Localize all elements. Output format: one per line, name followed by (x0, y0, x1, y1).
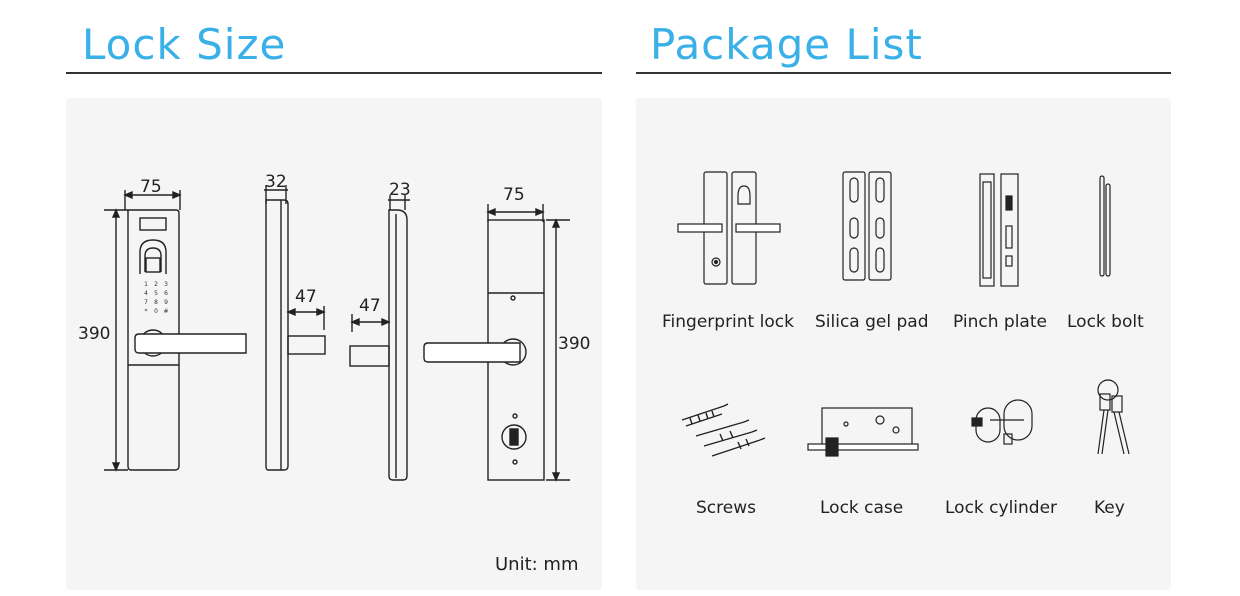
front-width-label: 75 (140, 177, 162, 197)
side-view-diagram (264, 185, 326, 471)
package-list-title: Package List (650, 20, 923, 69)
back-view-diagram (423, 204, 570, 482)
keypad-key: * (144, 308, 148, 315)
keypad-key: 5 (154, 290, 158, 297)
lock-size-title: Lock Size (82, 20, 287, 69)
keypad-key: 0 (154, 308, 158, 315)
keypad-key: 9 (164, 299, 168, 306)
back-height-label: 390 (558, 334, 591, 354)
package-item-label: Pinch plate (953, 312, 1047, 332)
package-list-panel (636, 98, 1171, 590)
keypad: 1 2 3 4 5 6 7 8 9 * 0 # (141, 281, 171, 316)
lock-case-icon (807, 407, 919, 457)
lock-cylinder-icon (971, 399, 1033, 445)
back-width-label: 75 (503, 185, 525, 205)
lock-bolt-icon (1099, 175, 1111, 277)
package-item-label: Silica gel pad (815, 312, 929, 332)
keypad-key: 4 (144, 290, 148, 297)
unit-label: Unit: mm (495, 554, 579, 575)
silica-gel-pad-icon (842, 171, 892, 281)
side-thickness-label: 32 (265, 172, 287, 192)
keypad-key: 2 (154, 281, 158, 288)
keypad-key: 8 (154, 299, 158, 306)
package-item-label: Lock bolt (1067, 312, 1144, 332)
front-height-label: 390 (78, 324, 111, 344)
key-icon (1097, 379, 1130, 455)
screws-icon (681, 403, 766, 457)
package-item-label: Lock cylinder (945, 498, 1058, 518)
keypad-key: 7 (144, 299, 148, 306)
package-item-label: Lock case (820, 498, 904, 518)
keypad-key: 6 (164, 290, 168, 297)
lock-size-divider (66, 72, 602, 74)
inner-thickness-label: 23 (389, 180, 411, 200)
fingerprint-lock-icon (677, 171, 781, 285)
pinch-plate-icon (979, 173, 1019, 287)
package-item-label: Screws (696, 498, 756, 518)
package-item-label: Fingerprint lock (662, 312, 794, 332)
inner-side-view-diagram (349, 195, 410, 481)
side-bolt-label: 47 (295, 287, 317, 307)
package-list-divider (636, 72, 1171, 74)
keypad-key: 1 (144, 281, 148, 288)
package-item-label: Key (1094, 498, 1125, 518)
keypad-key: 3 (164, 281, 168, 288)
inner-bolt-label: 47 (359, 296, 381, 316)
keypad-key: # (163, 308, 169, 315)
front-view-diagram (104, 190, 247, 472)
